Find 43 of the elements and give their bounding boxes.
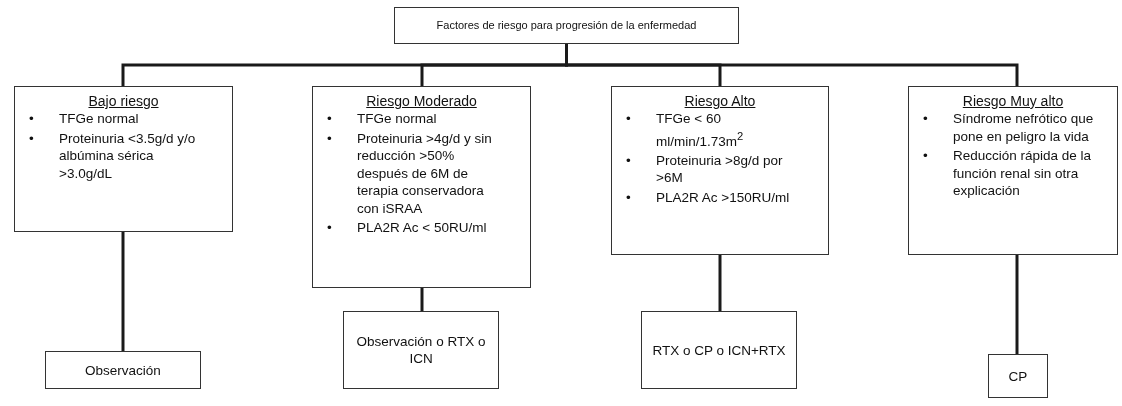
process-box [394, 7, 739, 44]
risk-heading: Riesgo Muy alto [961, 93, 1065, 110]
bullet-mark: • [625, 151, 632, 170]
criterion-text: TFGe normal [357, 110, 438, 128]
criteria-box [14, 86, 233, 232]
box-label: RTX o CP o ICN+RTX [652, 341, 786, 359]
box-label: Factores de riesgo para progresión de la enfermedad [436, 18, 697, 33]
criteria-box [611, 86, 829, 255]
connector-line [718, 255, 722, 311]
bullet-mark: • [625, 188, 632, 206]
bullet-mark: • [625, 110, 632, 128]
bullet-mark: • [28, 110, 35, 128]
criterion-text: PLA2R Ac < 50RU/ml [357, 219, 488, 237]
process-box [988, 354, 1048, 398]
criterion-text: Proteinuria <3.5g/d y/o albúmina sérica >3.0g/dL [59, 129, 197, 182]
criterion-text: TFGe < 60 ml/min/1.73m$^{2}$ [656, 110, 745, 150]
risk-heading: Riesgo Moderado [365, 93, 478, 110]
criterion-text: Proteinuria >8g/d por >6M [656, 151, 784, 187]
box-label: Observación o RTX o ICN [355, 333, 487, 367]
criterion-text: TFGe normal [59, 110, 140, 128]
connector-line [565, 44, 1019, 86]
bullet-mark: • [326, 129, 333, 148]
criterion-text: Reducción rápida de la función renal sin otra explicación [953, 147, 1093, 200]
connector-line [1015, 255, 1019, 354]
criterion-text: Proteinuria >4g/d y sin reducción >50% después de 6M de terapia conservadora con iSRAA [357, 129, 493, 217]
bullet-mark: • [922, 110, 929, 128]
criteria-box [312, 86, 531, 288]
connector-line [420, 288, 424, 311]
process-box [343, 311, 499, 389]
box-label: CP [1008, 367, 1028, 385]
process-box [641, 311, 797, 389]
criterion-text: PLA2R Ac >150RU/ml [656, 188, 791, 206]
bullet-mark: • [922, 147, 929, 165]
criterion-text: Síndrome nefrótico que pone en peligro la vida [953, 110, 1095, 145]
connector-line [121, 232, 125, 351]
criteria-box [908, 86, 1118, 255]
process-box [45, 351, 201, 389]
bullet-mark: • [326, 110, 333, 128]
risk-heading: Bajo riesgo [87, 93, 160, 110]
bullet-mark: • [28, 129, 35, 148]
risk-heading: Riesgo Alto [683, 93, 757, 110]
bullet-mark: • [326, 219, 333, 237]
box-label: Observación [85, 361, 161, 379]
